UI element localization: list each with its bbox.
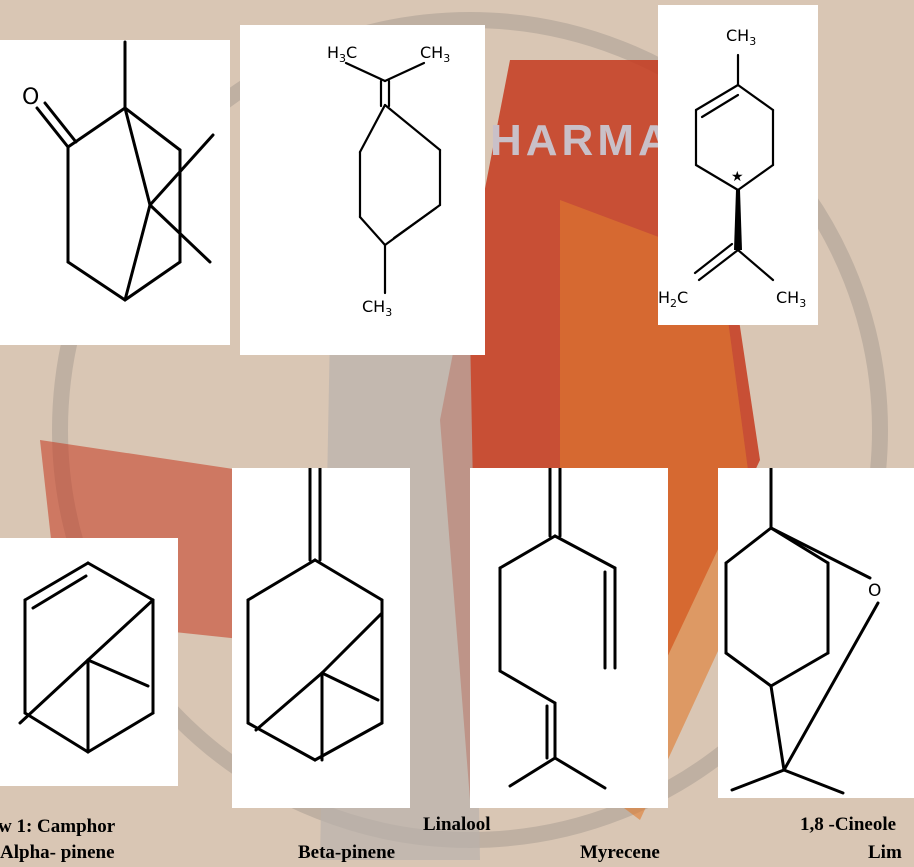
watermark-text: HARMA: [490, 116, 674, 165]
caption-beta-pinene: Beta-pinene: [298, 842, 396, 863]
limonene-structure: ★ CH3 H2C CH3: [658, 5, 818, 325]
cineole-structure: O: [718, 468, 914, 798]
caption-cineole: 1,8 -Cineole: [800, 814, 897, 835]
terpinolene-ch3-top-label: CH3: [420, 43, 450, 65]
caption-limonene: Lim: [868, 842, 902, 863]
caption-alpha-pinene: Alpha- pinene: [0, 842, 115, 863]
myrcene-structure: [470, 468, 668, 808]
caption-row1-camphor: w 1: Camphor: [0, 816, 116, 837]
limonene-ch3-bottom-label: CH3: [776, 288, 806, 310]
terpinolene-ch3-bottom-label: CH3: [362, 297, 392, 319]
caption-myrecene: Myrecene: [580, 842, 660, 863]
camphor-oxygen-label: O: [22, 85, 39, 110]
limonene-stereocenter-icon: ★: [731, 169, 744, 185]
beta-pinene-structure: [232, 468, 410, 808]
terpinolene-h3c-label: H3C: [327, 43, 357, 65]
cineole-oxygen-label: O: [868, 581, 881, 601]
limonene-h2c-label: H2C: [658, 288, 688, 310]
limonene-ch3-top-label: CH3: [726, 26, 756, 48]
caption-linalool: Linalool: [423, 814, 491, 835]
camphor-structure: O: [0, 40, 230, 345]
terpinolene-structure: H3C CH3 CH3: [240, 25, 485, 355]
alpha-pinene-structure: [0, 538, 178, 786]
